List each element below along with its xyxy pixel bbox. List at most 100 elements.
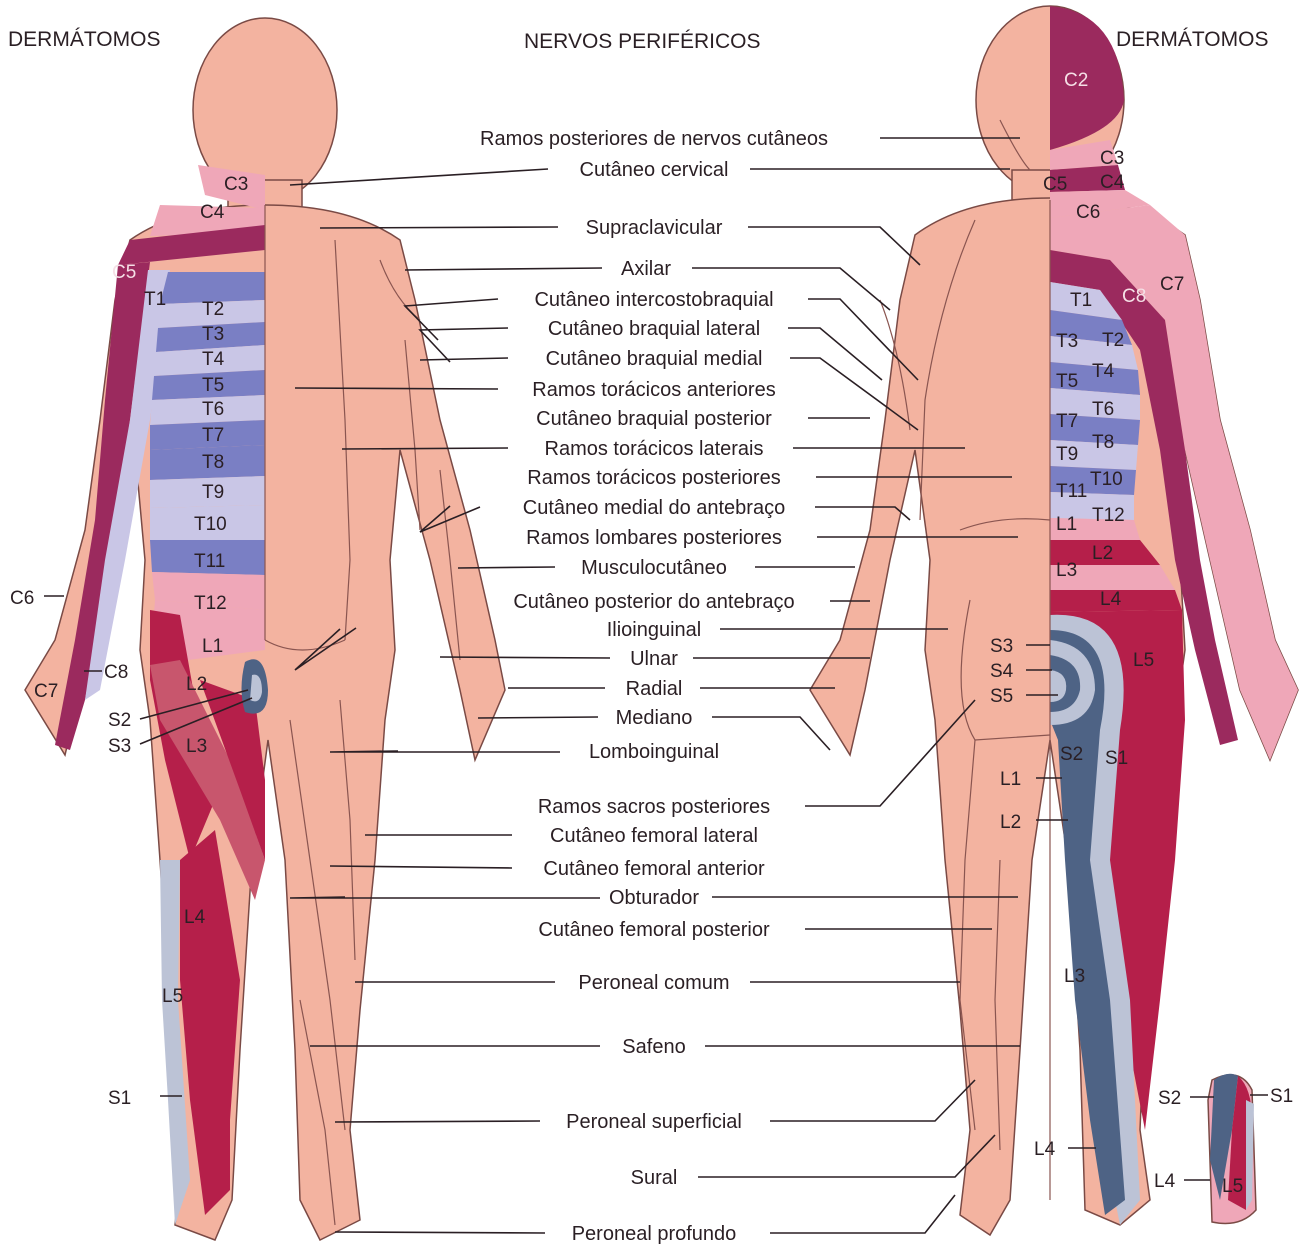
nerve-label: Cutâneo intercostobraquial xyxy=(534,289,773,311)
nerve-label: Cutâneo posterior do antebraço xyxy=(513,591,794,613)
back-dermatome-label: S3 xyxy=(990,636,1013,657)
back-dermatome-label: L2 xyxy=(1092,543,1113,564)
nerve-label: Axilar xyxy=(621,258,671,280)
front-dermatome-label: T7 xyxy=(202,425,224,446)
back-dermatome-label: T3 xyxy=(1056,331,1078,352)
nerve-label: Safeno xyxy=(622,1036,685,1058)
front-figure: C3 C4 C5 T1 T2 T3 T4 T5 T6 T7 T8 T9 T10 … xyxy=(10,18,505,1240)
front-dermatome-label: T3 xyxy=(202,324,224,345)
front-dermatome-label: T8 xyxy=(202,452,224,473)
nerve-label: Cutâneo braquial posterior xyxy=(536,408,772,430)
nerve-label: Radial xyxy=(626,678,683,700)
nerve-leader-line xyxy=(788,328,882,380)
nerve-label: Sural xyxy=(631,1167,678,1189)
back-dermatome-label: C5 xyxy=(1043,174,1067,195)
nerve-leader-line xyxy=(290,897,600,898)
nerve-label: Ilioinguinal xyxy=(607,619,702,641)
nerve-label: Peroneal superficial xyxy=(566,1111,742,1133)
nerve-label: Ramos sacros posteriores xyxy=(538,796,770,818)
header-right: DERMÁTOMOS xyxy=(1116,28,1268,51)
foot-dermatome-label: S2 xyxy=(1158,1088,1181,1109)
back-dermatome-label: L2 xyxy=(1000,812,1021,833)
nerve-leader-line xyxy=(770,1195,955,1233)
back-dermatome-label: L4 xyxy=(1034,1139,1056,1160)
back-dermatome-label: C4 xyxy=(1100,172,1125,193)
nerve-leader-line xyxy=(748,227,920,265)
back-dermatome-label: S2 xyxy=(1060,744,1083,765)
nerve-label: Peroneal profundo xyxy=(572,1223,737,1245)
nerve-label: Lomboinguinal xyxy=(589,741,719,763)
nerve-label: Cutâneo femoral lateral xyxy=(550,825,758,847)
front-dermatome-label: S2 xyxy=(108,710,131,731)
foot-dermatome-label: S1 xyxy=(1270,1086,1293,1107)
header-center: NERVOS PERIFÉRICOS xyxy=(524,30,761,53)
foot-dermatome-label: L5 xyxy=(1222,1176,1243,1197)
nerve-label: Cutâneo cervical xyxy=(580,159,729,181)
back-dermatome-label: C2 xyxy=(1064,70,1088,91)
nerve-leader-line xyxy=(770,1080,975,1121)
nerve-leader-line xyxy=(342,448,508,449)
nerve-leader-line xyxy=(405,268,602,270)
front-dermatome-label: T12 xyxy=(194,593,227,614)
back-dermatome-label: T10 xyxy=(1090,469,1123,490)
nerve-leader-line xyxy=(335,1121,540,1122)
front-dermatome-label: C4 xyxy=(200,202,225,223)
foot-dermatome-label: L4 xyxy=(1154,1171,1176,1192)
front-dermatome-label: C3 xyxy=(224,174,248,195)
nerve-label: Musculocutâneo xyxy=(581,557,727,579)
front-dermatome-label: T5 xyxy=(202,375,224,396)
nerve-label: Obturador xyxy=(609,887,699,909)
back-dermatome-label: L1 xyxy=(1056,514,1077,535)
nerve-leader-line xyxy=(440,657,610,658)
back-dermatome-label: T1 xyxy=(1070,290,1092,311)
back-dermatome-label: T5 xyxy=(1056,371,1078,392)
nerve-label: Ramos posteriores de nervos cutâneos xyxy=(480,128,828,150)
front-dermatome-label: C8 xyxy=(104,662,128,683)
back-dermatome-label: T7 xyxy=(1056,411,1078,432)
front-dermatome-label: C6 xyxy=(10,588,34,609)
back-dermatome-label: C8 xyxy=(1122,286,1146,307)
back-dermatome-label: T9 xyxy=(1056,444,1078,465)
back-figure: C2 C3 C4 C5 C6 C7 C8 T1 T2 T3 T4 T5 T6 T… xyxy=(810,6,1298,1235)
back-dermatome-label: L3 xyxy=(1064,966,1085,987)
nerve-leader-line xyxy=(295,388,498,389)
nerve-label: Cutâneo femoral anterior xyxy=(543,858,765,880)
back-dermatome-label: S5 xyxy=(990,686,1013,707)
nerve-leader-line xyxy=(420,328,508,362)
nerve-leader-line xyxy=(330,751,560,752)
back-dermatome-label: T4 xyxy=(1092,361,1115,382)
front-dermatome-label: L4 xyxy=(184,907,206,928)
nerve-leader-line xyxy=(458,567,555,568)
nerve-label: Cutâneo medial do antebraço xyxy=(523,497,785,519)
nerve-label: Ramos torácicos anteriores xyxy=(532,379,775,401)
nerve-label: Ramos torácicos laterais xyxy=(545,438,764,460)
nerve-leader-line xyxy=(478,717,598,718)
back-dermatome-label: C7 xyxy=(1160,274,1184,295)
back-dermatome-label: L5 xyxy=(1133,650,1154,671)
back-dermatome-label: T8 xyxy=(1092,432,1114,453)
nerve-label: Ulnar xyxy=(630,648,678,670)
front-dermatome-label: T4 xyxy=(202,349,225,370)
front-dermatome-label: T10 xyxy=(194,514,227,535)
front-dermatome-label: L5 xyxy=(162,986,183,1007)
back-dermatome-label: T11 xyxy=(1056,481,1087,502)
back-dermatome-label: C3 xyxy=(1100,148,1124,169)
back-dermatome-bands xyxy=(1050,6,1298,1225)
nerve-label: Cutâneo femoral posterior xyxy=(538,919,770,941)
nerve-label: Peroneal comum xyxy=(578,972,729,994)
front-dermatome-label: T11 xyxy=(194,551,225,572)
nerve-leader-line xyxy=(320,227,558,228)
nerve-leader-line xyxy=(290,169,548,185)
nerve-leader-line xyxy=(420,358,508,360)
back-dermatome-label: L3 xyxy=(1056,560,1077,581)
nerve-leader-line xyxy=(698,1135,995,1177)
back-dermatome-label: L4 xyxy=(1100,589,1122,610)
front-dermatome-label: C5 xyxy=(112,262,136,283)
front-dermatome-label: L2 xyxy=(186,674,207,695)
front-dermatome-label: S3 xyxy=(108,736,131,757)
back-dermatome-label: S1 xyxy=(1105,748,1128,769)
front-dermatome-label: T6 xyxy=(202,399,224,420)
front-dermatome-label: T9 xyxy=(202,482,224,503)
front-dermatome-label: L3 xyxy=(186,736,207,757)
